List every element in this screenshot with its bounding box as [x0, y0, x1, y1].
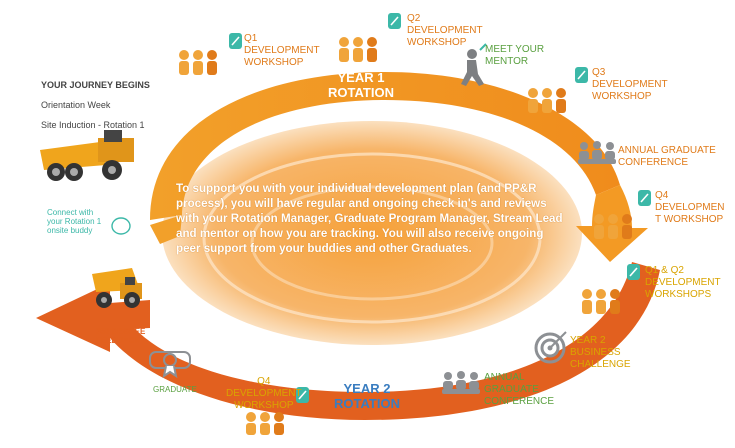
year2-arc	[96, 262, 660, 420]
dump-truck-icon	[92, 268, 142, 308]
feedback-text: 360 DEGREE FEEDBACK	[96, 327, 146, 345]
milestone-q3: Q3 DEVELOPMENT WORKSHOP	[592, 67, 668, 102]
milestone-business-challenge: YEAR 2 BUSINESS CHALLENGE	[570, 335, 631, 370]
milestone-q4-year2: Q4 DEVELOPMENT WORKSHOP	[226, 376, 302, 411]
year1-rotation-label: YEAR 1 ROTATION	[316, 70, 406, 100]
milestone-q1q2-year2: Q1 & Q2 DEVELOPMENT WORKSHOPS	[645, 265, 721, 300]
milestone-q1: Q1 DEVELOPMENT WORKSHOP	[244, 33, 320, 68]
speech-bubble-icon	[111, 217, 131, 235]
pencil-icon	[231, 16, 649, 400]
graduate-text: GRADUATE	[153, 385, 197, 394]
year2-rotation-label: YEAR 2 ROTATION	[322, 381, 412, 411]
year2-arrow-head	[36, 283, 150, 352]
orientation-week-text: Orientation Week	[41, 100, 111, 110]
journey-heading: YOUR JOURNEY BEGINS	[41, 80, 150, 90]
inner-swirl	[202, 152, 542, 324]
target-icon	[534, 331, 567, 364]
year2-line1: YEAR 2	[343, 381, 391, 396]
center-oval	[162, 121, 582, 345]
milestone-q2: Q2 DEVELOPMENT WORKSHOP	[407, 13, 483, 48]
conference-icon	[442, 141, 616, 394]
milestone-conference-2: ANNUAL GRADUATE CONFERENCE	[484, 372, 555, 407]
people-group-icon	[179, 37, 632, 435]
year1-line2: ROTATION	[328, 85, 394, 100]
haul-truck-icon	[40, 130, 134, 181]
milestone-conference-1: ANNUAL GRADUATE CONFERENCE	[618, 145, 716, 168]
milestone-mentor: MEET YOUR MENTOR	[485, 44, 545, 67]
certificate-icon	[149, 351, 191, 379]
buddy-text: Connect with your Rotation 1 onsite budd…	[47, 208, 102, 235]
year1-line1: YEAR 1	[337, 70, 385, 85]
year1-arc	[150, 72, 620, 220]
support-paragraph: To support you with your individual deve…	[176, 182, 563, 255]
site-induction-text: Site Induction - Rotation 1	[41, 120, 145, 130]
milestone-q4: Q4 DEVELOPMEN T WORKSHOP	[655, 190, 725, 225]
mentor-figure-icon	[461, 43, 487, 86]
year2-line2: ROTATION	[334, 396, 400, 411]
